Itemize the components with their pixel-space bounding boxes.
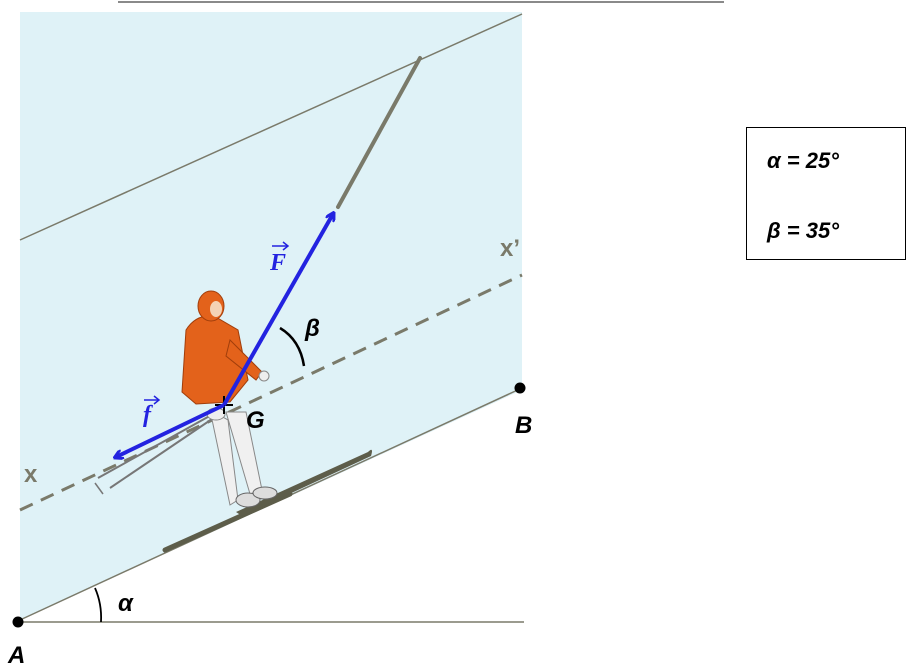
label-force-main-letter: F [269, 250, 286, 276]
label-center-g: G [246, 407, 265, 434]
label-force-main: F [269, 241, 290, 276]
ski-pole-2 [109, 416, 216, 489]
angle-values-box: α = 25° β = 35° [746, 127, 906, 260]
label-point-a: A [7, 642, 25, 665]
axis-x-dashed [19, 273, 523, 512]
slope-region [20, 12, 522, 620]
ski-pole-1 [97, 412, 216, 479]
label-axis-x: x [24, 461, 38, 488]
alpha-value: α = 25° [767, 148, 839, 173]
label-alpha: α [118, 590, 134, 617]
label-force-friction: f [143, 395, 161, 428]
point-a-dot [12, 616, 24, 628]
upper-slope-line [19, 13, 523, 241]
point-b-dot [514, 382, 526, 394]
beta-angle-arc [279, 326, 306, 367]
label-axis-x-prime: x’ [500, 235, 520, 262]
vector-arrowhead-f-small [153, 395, 161, 405]
force-f-arrow [222, 214, 333, 406]
label-force-friction-letter: f [143, 402, 153, 428]
skier-figure [181, 290, 372, 516]
pole-basket [94, 482, 104, 495]
vector-arrowhead-f [282, 241, 290, 251]
alpha-angle-arc [94, 587, 103, 623]
label-beta: β [304, 315, 320, 342]
friction-f-arrow [116, 403, 225, 457]
label-point-b: B [515, 412, 532, 439]
beta-value: β = 35° [767, 218, 839, 243]
tow-cable [336, 56, 422, 209]
